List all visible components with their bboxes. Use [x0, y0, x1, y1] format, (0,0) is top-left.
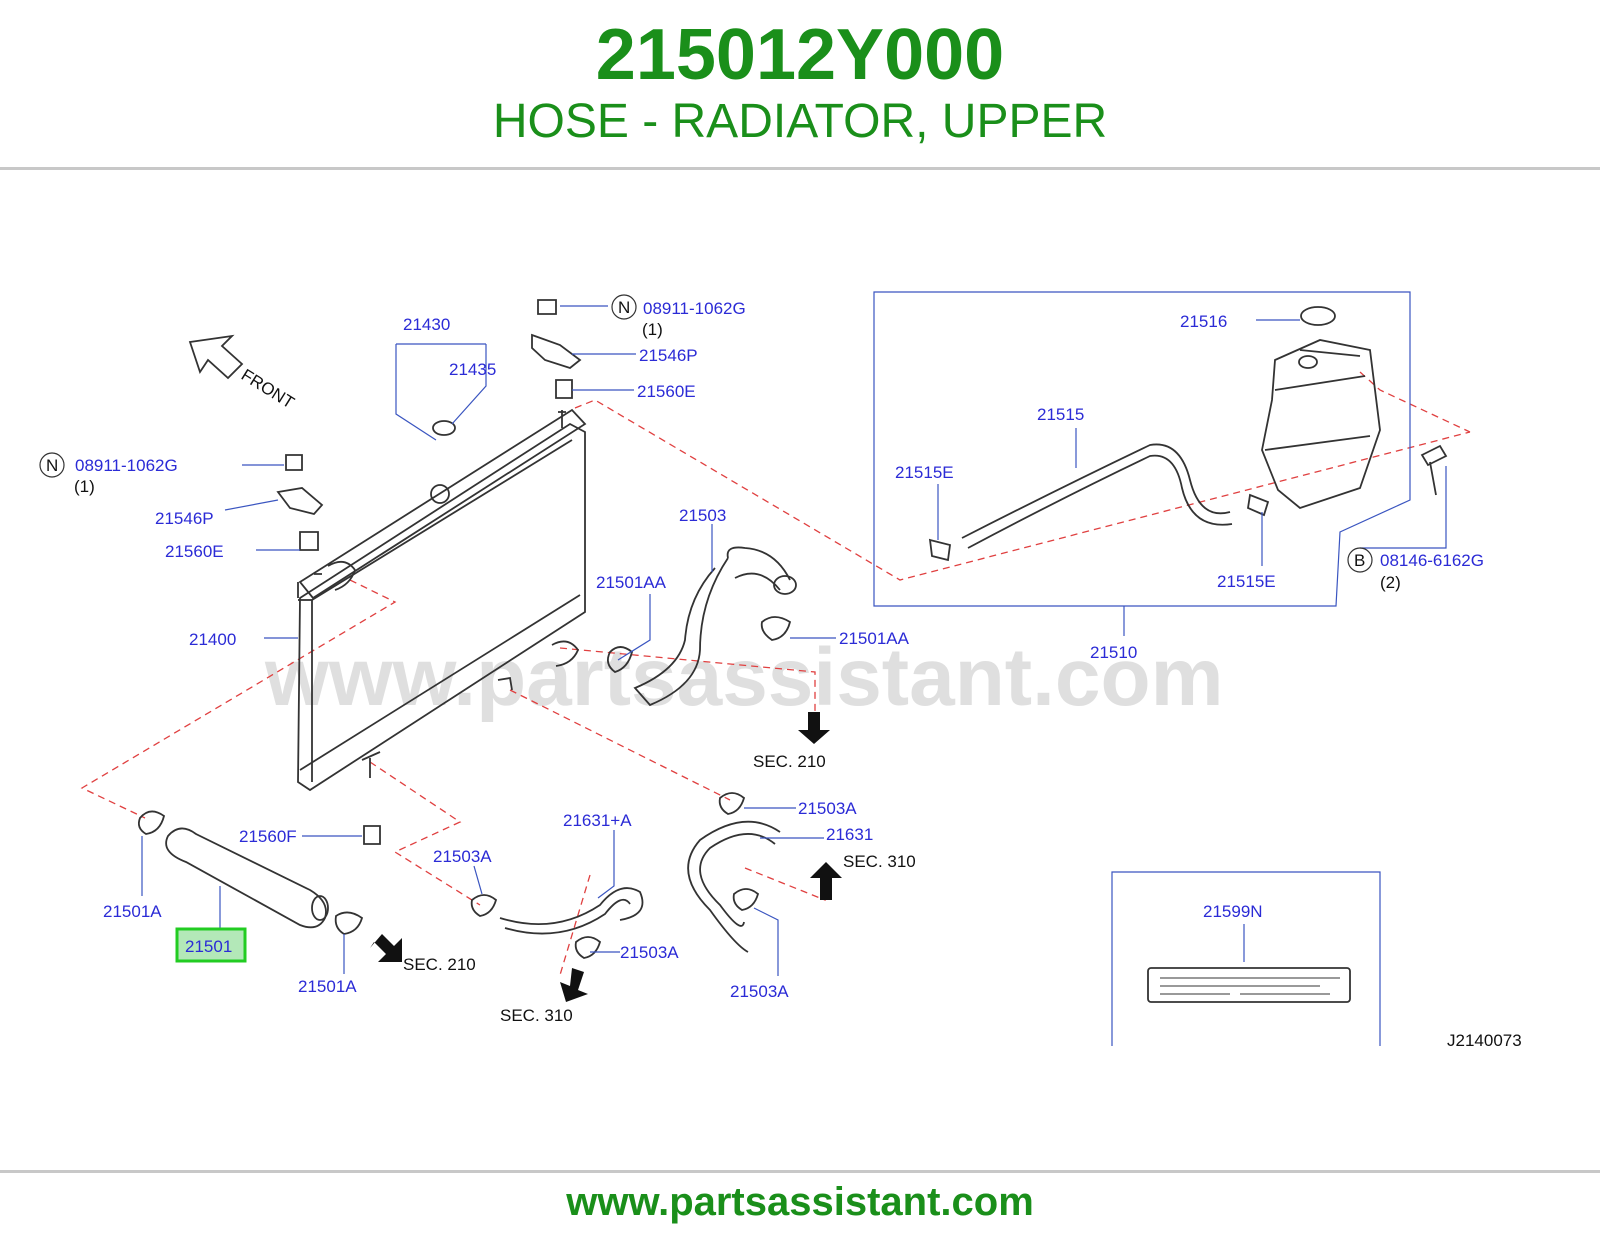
label-qty-upper: (1) — [642, 320, 663, 339]
lower-hose-21501-icon — [137, 810, 364, 935]
highlighted-part-frame — [175, 927, 247, 963]
label-21560f[interactable]: 21560F — [239, 827, 297, 846]
label-21503a-1[interactable]: 21503A — [433, 847, 492, 866]
sec-arrows-icon — [370, 712, 842, 1002]
label-08146[interactable]: 08146-6162G — [1380, 551, 1484, 570]
badge-n-left-letter: N — [46, 456, 58, 475]
badge-n-upper-letter: N — [618, 298, 630, 317]
label-21503[interactable]: 21503 — [679, 506, 726, 525]
label-qty-left: (1) — [74, 477, 95, 496]
front-arrow-icon: FRONT — [188, 334, 298, 412]
label-08911-upper[interactable]: 08911-1062G — [643, 299, 746, 318]
reservoir-hose-icon — [928, 443, 1270, 562]
reservoir-group-frame — [873, 291, 1411, 607]
top-mount-parts-icon — [531, 299, 582, 399]
diagram-code: J2140073 — [1447, 1031, 1522, 1050]
label-sec-310-right[interactable]: SEC. 310 — [843, 852, 916, 871]
label-21501a-bottom[interactable]: 21501A — [298, 977, 357, 996]
footer-url[interactable]: www.partsassistant.com — [566, 1180, 1034, 1224]
hose-21631a-icon — [470, 887, 644, 959]
label-21515e-left[interactable]: 21515E — [895, 463, 954, 482]
radiator-cap-icon — [432, 420, 456, 436]
footer-divider — [0, 1170, 1600, 1173]
left-mount-parts-icon — [276, 454, 324, 551]
label-21510[interactable]: 21510 — [1090, 643, 1137, 662]
label-21631[interactable]: 21631 — [826, 825, 873, 844]
badge-n-left — [39, 452, 65, 478]
radiator-icon — [297, 408, 587, 792]
header-divider — [0, 167, 1600, 170]
label-21501-highlighted[interactable]: 21501 — [185, 937, 232, 956]
grommet-icon — [363, 825, 381, 845]
label-21599n[interactable]: 21599N — [1203, 902, 1263, 921]
label-21516[interactable]: 21516 — [1180, 312, 1227, 331]
label-21515e-right[interactable]: 21515E — [1217, 572, 1276, 591]
label-21503a-4[interactable]: 21503A — [730, 982, 789, 1001]
label-qty-b: (2) — [1380, 573, 1401, 592]
leader-lines — [141, 305, 1447, 976]
badge-n-upper — [611, 294, 637, 320]
label-21560e-top[interactable]: 21560E — [637, 382, 696, 401]
part-number-title: 215012Y000 — [595, 15, 1005, 95]
label-21430[interactable]: 21430 — [403, 315, 450, 334]
label-21546p-left[interactable]: 21546P — [155, 509, 214, 528]
label-21515[interactable]: 21515 — [1037, 405, 1084, 424]
watermark: www.partsassistant.com — [264, 632, 1224, 723]
reservoir-tank-icon — [1261, 306, 1448, 510]
label-21501a-left[interactable]: 21501A — [103, 902, 162, 921]
label-21501aa-right[interactable]: 21501AA — [839, 629, 910, 648]
badge-b-letter: B — [1354, 551, 1365, 570]
plate-group-frame — [1111, 871, 1381, 1046]
label-21503a-2[interactable]: 21503A — [620, 943, 679, 962]
part-name-subtitle: HOSE - RADIATOR, UPPER — [492, 95, 1108, 148]
hose-21503-icon — [606, 546, 797, 707]
front-label: FRONT — [238, 365, 298, 412]
label-sec-210-top[interactable]: SEC. 210 — [753, 752, 826, 771]
label-sec-210-bottom[interactable]: SEC. 210 — [403, 955, 476, 974]
badge-b — [1347, 547, 1373, 573]
label-sec-310-bottom[interactable]: SEC. 310 — [500, 1006, 573, 1025]
label-21400[interactable]: 21400 — [189, 630, 236, 649]
label-21503a-3[interactable]: 21503A — [798, 799, 857, 818]
label-plate-icon — [1147, 967, 1351, 1003]
label-21631a[interactable]: 21631+A — [563, 811, 632, 830]
assembly-guide-lines — [80, 371, 1471, 976]
label-08911-left[interactable]: 08911-1062G — [75, 456, 178, 475]
label-21435[interactable]: 21435 — [449, 360, 496, 379]
label-21501aa-left[interactable]: 21501AA — [596, 573, 667, 592]
label-21560e-left[interactable]: 21560E — [165, 542, 224, 561]
hose-21631-icon — [687, 792, 781, 953]
label-21546p-top[interactable]: 21546P — [639, 346, 698, 365]
